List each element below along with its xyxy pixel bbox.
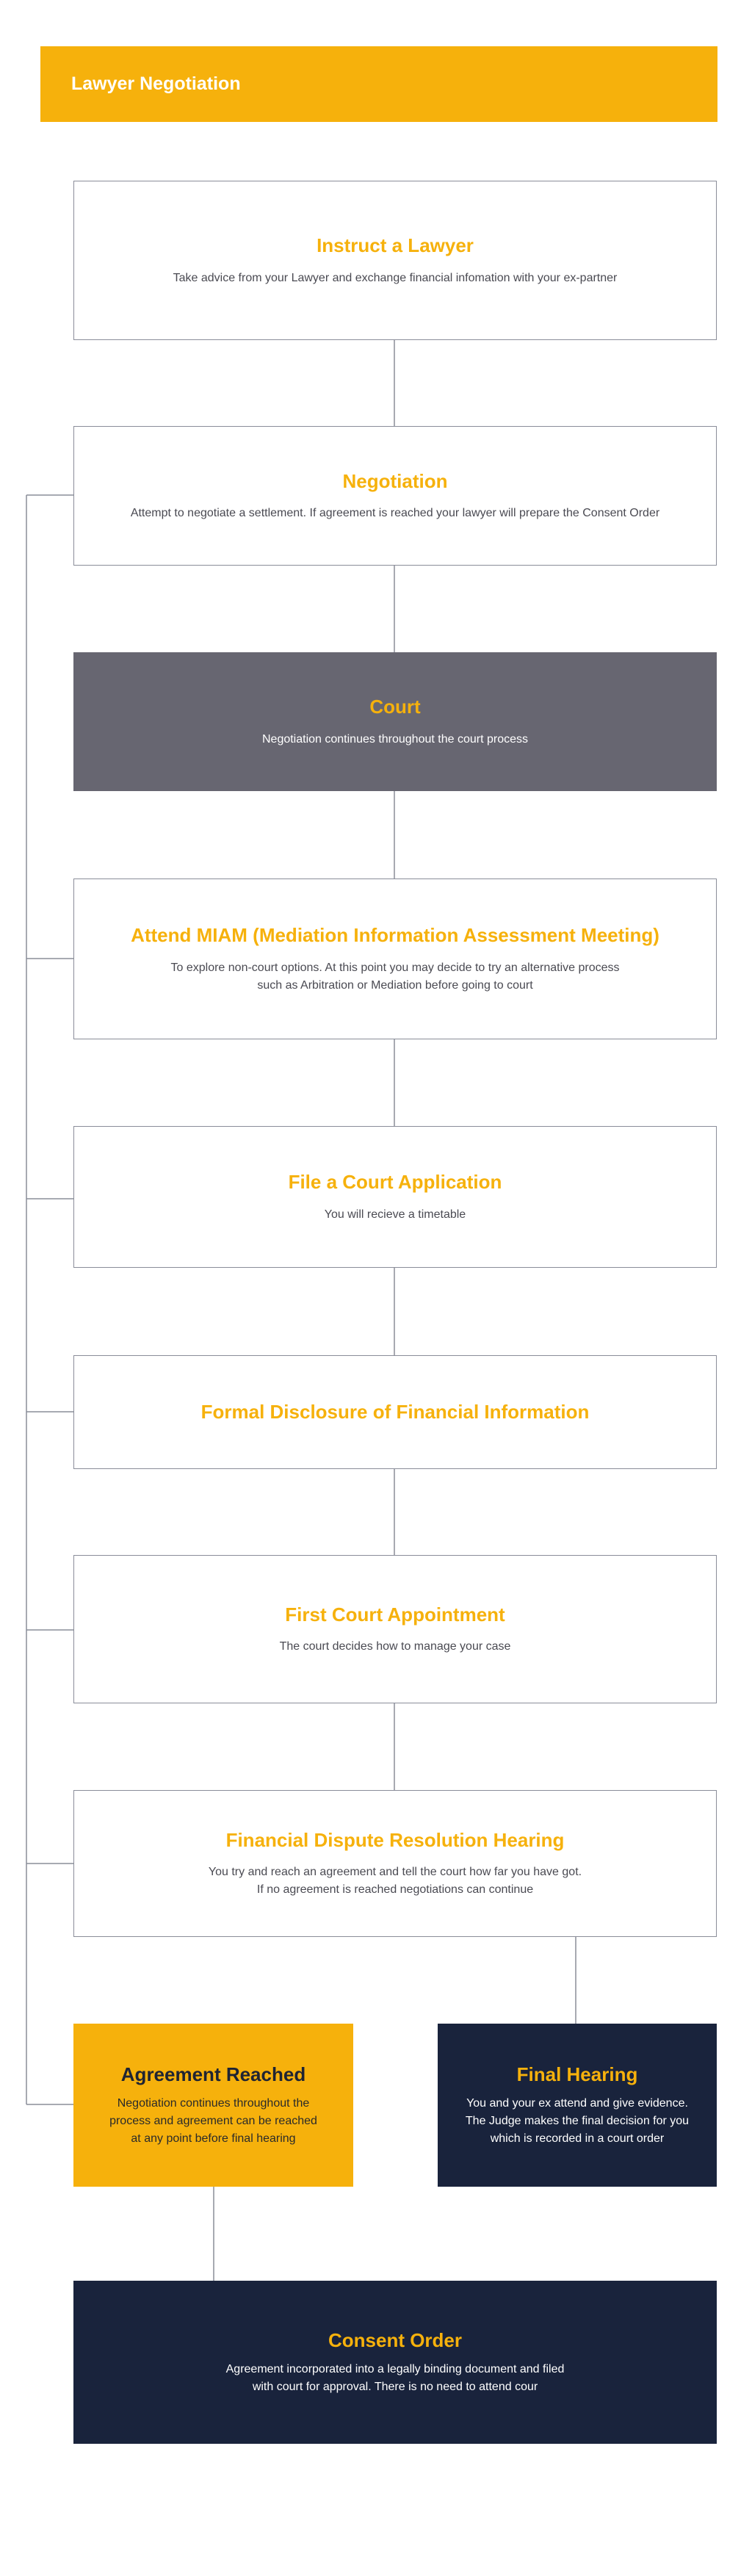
step-title: File a Court Application: [288, 1171, 502, 1194]
step-fdr-hearing: Financial Dispute Resolution Hearing You…: [73, 1790, 717, 1937]
step-instruct-lawyer: Instruct a Lawyer Take advice from your …: [73, 181, 717, 340]
outcome-title: Agreement Reached: [120, 2063, 306, 2085]
final-consent-order: Consent Order Agreement incorporated int…: [73, 2281, 717, 2444]
step-title: Instruct a Lawyer: [317, 234, 474, 257]
step-title: Formal Disclosure of Financial Informati…: [200, 1401, 590, 1424]
step-description: Attempt to negotiate a settlement. If ag…: [130, 507, 660, 520]
outcome-description: You and your ex attend and give evidence…: [465, 2097, 690, 2146]
step-description: To explore non-court options. At this po…: [170, 961, 620, 992]
consent-order-title: Consent Order: [328, 2328, 463, 2351]
outcome-agreement-reached: Agreement Reached Negotiation continues …: [73, 2024, 353, 2187]
step-title: Attend MIAM (Mediation Information Asses…: [131, 924, 659, 947]
step-first-court-appointment: First Court Appointment The court decide…: [73, 1555, 717, 1703]
page-title: Lawyer Negotiation: [71, 73, 241, 94]
step-formal-disclosure: Formal Disclosure of Financial Informati…: [73, 1355, 717, 1469]
step-attend-miam: Attend MIAM (Mediation Information Asses…: [73, 878, 717, 1039]
step-title: First Court Appointment: [285, 1603, 505, 1626]
step-title: Negotiation: [342, 469, 448, 492]
step-title: Financial Dispute Resolution Hearing: [225, 1828, 565, 1851]
consent-order-description: Agreement incorporated into a legally bi…: [225, 2363, 565, 2394]
step-file-court-application: File a Court Application You will reciev…: [73, 1126, 717, 1268]
outcome-description: Negotiation continues throughout the pro…: [109, 2097, 317, 2146]
outcome-title: Final Hearing: [516, 2063, 638, 2085]
step-negotiation: Negotiation Attempt to negotiate a settl…: [73, 426, 717, 566]
step-description: You try and reach an agreement and tell …: [208, 1866, 582, 1897]
step-court: Court Negotiation continues throughout t…: [73, 652, 717, 791]
outcome-final-hearing: Final Hearing You and your ex attend and…: [438, 2024, 717, 2187]
step-description: The court decides how to manage your cas…: [279, 1640, 511, 1653]
step-description: Take advice from your Lawyer and exchang…: [173, 271, 618, 284]
page-header: Lawyer Negotiation: [40, 46, 717, 122]
step-description: You will recieve a timetable: [324, 1208, 466, 1221]
step-description: Negotiation continues throughout the cou…: [261, 732, 528, 746]
step-title: Court: [369, 696, 421, 718]
